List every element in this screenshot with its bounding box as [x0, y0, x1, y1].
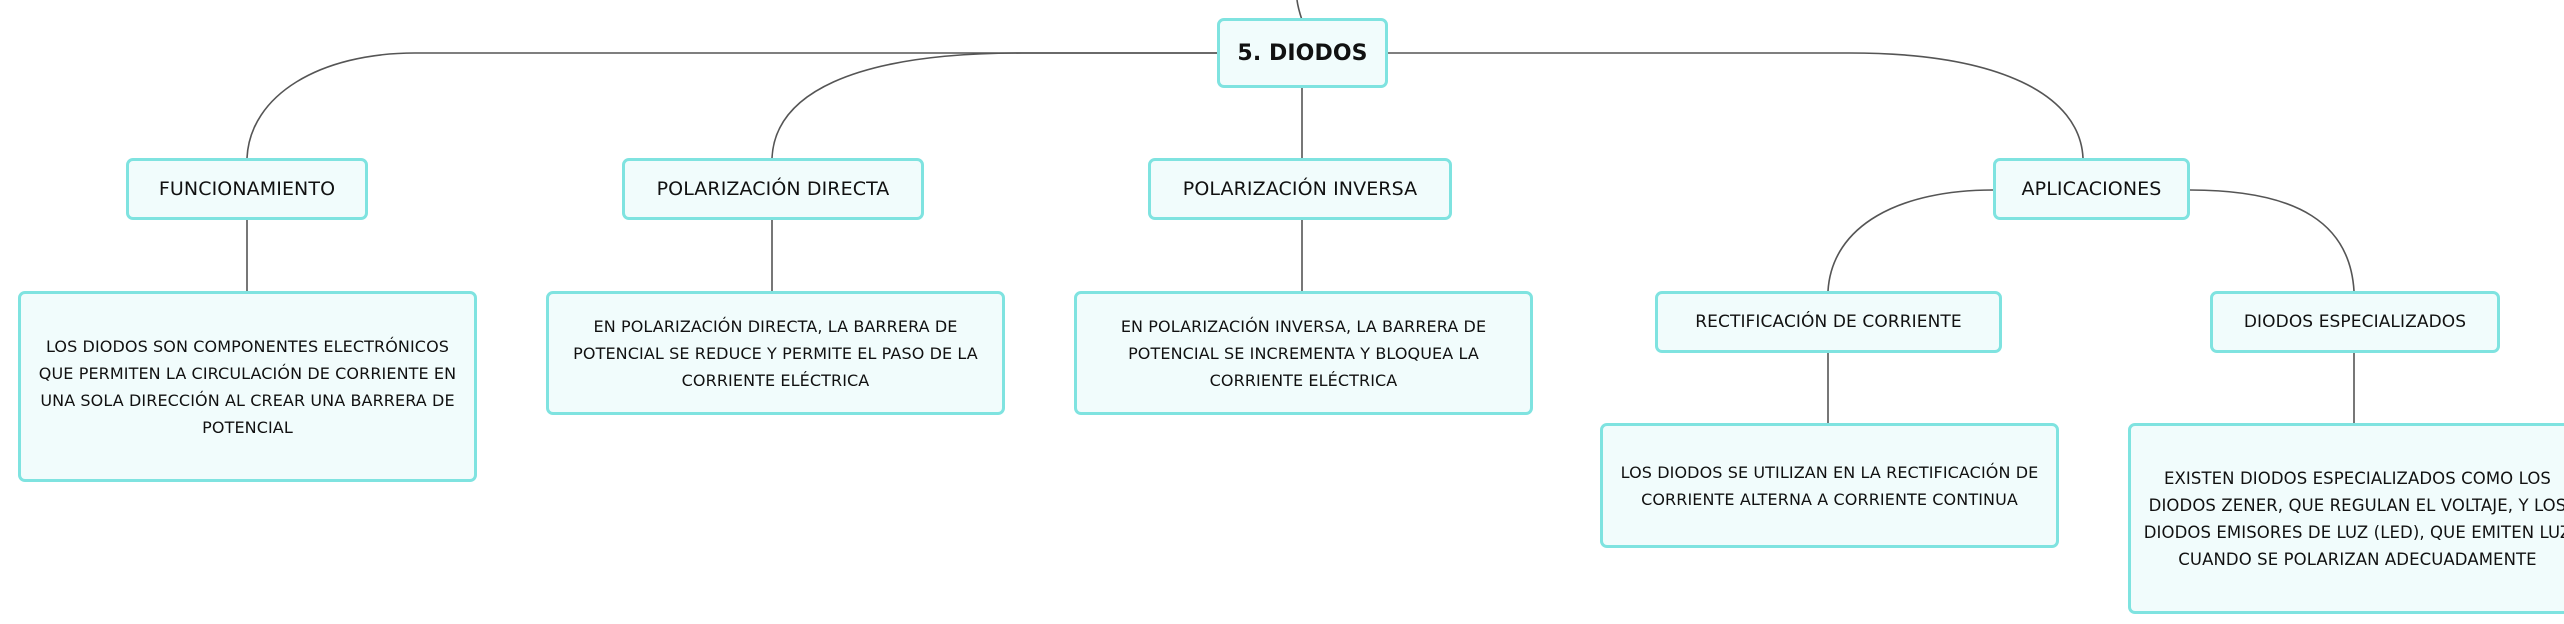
detail-polarizacion-directa[interactable]: EN POLARIZACIÓN DIRECTA, LA BARRERA DE P… — [546, 291, 1005, 415]
topic-polarizacion-directa[interactable]: POLARIZACIÓN DIRECTA — [622, 158, 924, 220]
connector-root-aplicaciones — [1388, 52, 2084, 159]
detail-funcionamiento[interactable]: LOS DIODOS SON COMPONENTES ELECTRÓNICOS … — [18, 291, 477, 482]
topic-funcionamiento[interactable]: FUNCIONAMIENTO — [126, 158, 368, 220]
detail-rectificacion[interactable]: LOS DIODOS SE UTILIZAN EN LA RECTIFICACI… — [1600, 423, 2059, 548]
subtopic-rectificacion[interactable]: RECTIFICACIÓN DE CORRIENTE — [1655, 291, 2002, 353]
subtopic-diodos-especializados-label: DIODOS ESPECIALIZADOS — [2243, 312, 2467, 332]
detail-polarizacion-inversa-text: EN POLARIZACIÓN INVERSA, LA BARRERA DE P… — [1120, 316, 1487, 390]
root-node[interactable]: 5. DIODOS — [1217, 18, 1388, 88]
connector-parent-root — [1296, 0, 1303, 21]
topic-funcionamiento-label: FUNCIONAMIENTO — [158, 178, 336, 200]
connector-aplicaciones-rectificacion — [1827, 189, 1994, 292]
connector-root-directa — [771, 52, 1217, 159]
detail-polarizacion-directa-text: EN POLARIZACIÓN DIRECTA, LA BARRERA DE P… — [573, 316, 978, 390]
subtopic-diodos-especializados[interactable]: DIODOS ESPECIALIZADOS — [2210, 291, 2500, 353]
root-node-label: 5. DIODOS — [1237, 40, 1368, 66]
topic-polarizacion-inversa[interactable]: POLARIZACIÓN INVERSA — [1148, 158, 1452, 220]
detail-diodos-especializados[interactable]: EXISTEN DIODOS ESPECIALIZADOS COMO LOS D… — [2128, 423, 2564, 614]
topic-aplicaciones[interactable]: APLICACIONES — [1993, 158, 2190, 220]
detail-polarizacion-inversa[interactable]: EN POLARIZACIÓN INVERSA, LA BARRERA DE P… — [1074, 291, 1533, 415]
detail-diodos-especializados-text: EXISTEN DIODOS ESPECIALIZADOS COMO LOS D… — [2143, 468, 2564, 569]
subtopic-rectificacion-label: RECTIFICACIÓN DE CORRIENTE — [1695, 312, 1962, 332]
topic-polarizacion-directa-label: POLARIZACIÓN DIRECTA — [656, 178, 890, 200]
detail-rectificacion-text: LOS DIODOS SE UTILIZAN EN LA RECTIFICACI… — [1620, 462, 2039, 509]
connector-aplicaciones-especializados — [2189, 189, 2355, 292]
topic-aplicaciones-label: APLICACIONES — [2021, 178, 2162, 200]
topic-polarizacion-inversa-label: POLARIZACIÓN INVERSA — [1182, 178, 1418, 200]
detail-funcionamiento-text: LOS DIODOS SON COMPONENTES ELECTRÓNICOS … — [38, 336, 457, 437]
connector-root-funcionamiento — [246, 52, 1217, 159]
